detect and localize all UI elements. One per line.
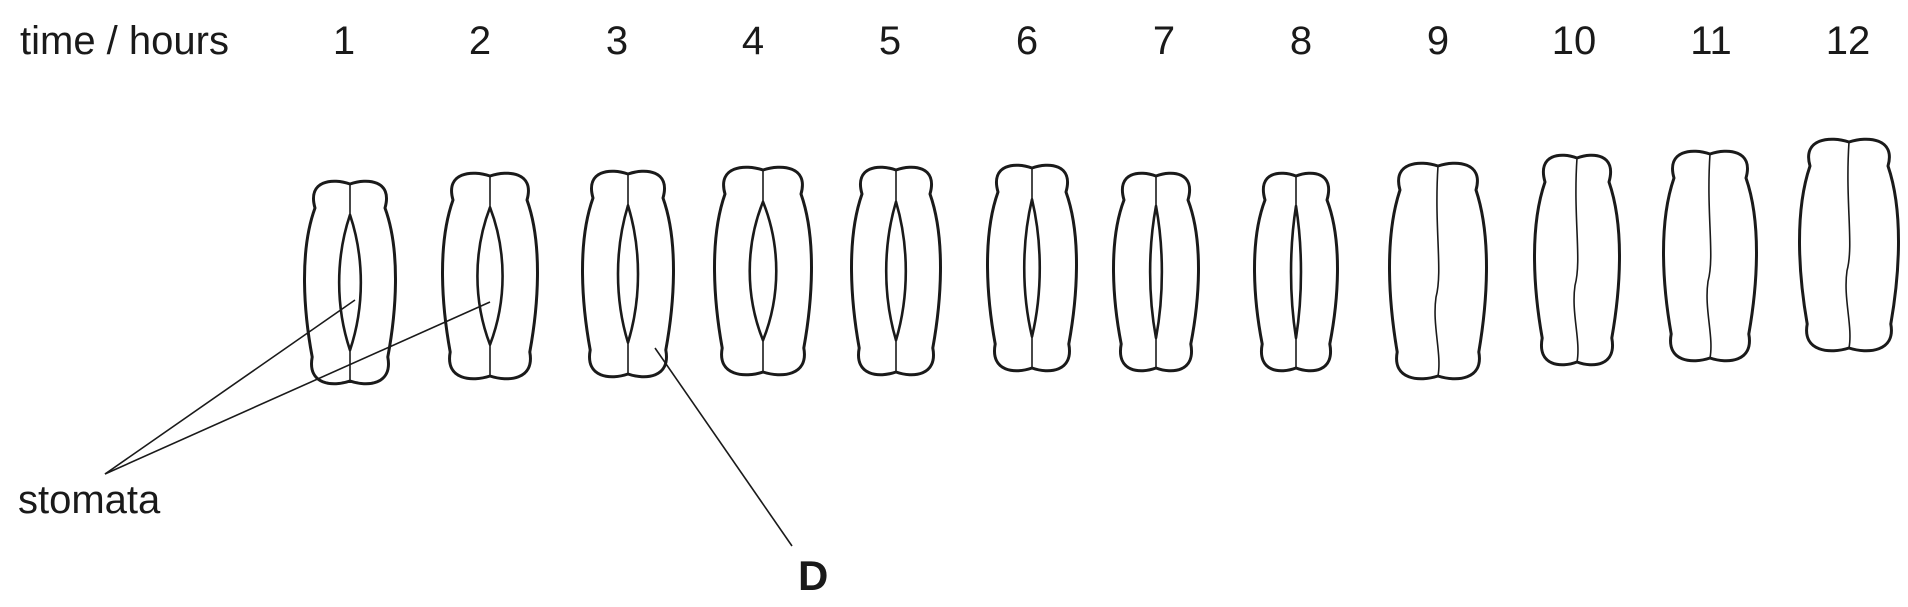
stoma [1533, 153, 1621, 367]
hour-label: 6 [1016, 19, 1038, 63]
stoma [303, 179, 397, 386]
d-leader-line [654, 347, 793, 547]
stoma-pore [884, 200, 908, 342]
stomata-label: stomata [18, 478, 161, 522]
stoma [1798, 137, 1900, 353]
hour-label: 1 [333, 19, 355, 63]
stomata-leader-line [104, 299, 356, 475]
stomata-leader-line [104, 301, 491, 475]
hour-label: 8 [1290, 19, 1312, 63]
guard-cell-seam [1845, 141, 1851, 349]
stoma [986, 163, 1078, 373]
hour-label: 5 [879, 19, 901, 63]
hour-label: 12 [1826, 19, 1871, 63]
stomata-drawings [303, 137, 1900, 386]
stoma [1112, 171, 1200, 373]
stoma-pore [337, 213, 363, 352]
d-label: D [798, 552, 828, 599]
hour-label: 2 [469, 19, 491, 63]
stoma [850, 165, 942, 377]
stoma [581, 169, 675, 379]
stoma [441, 171, 539, 381]
stoma [1253, 171, 1339, 373]
guard-cell-seam [1573, 157, 1579, 363]
hour-label: 10 [1552, 19, 1597, 63]
hour-label: 11 [1690, 19, 1732, 63]
guard-cell-seam [1706, 153, 1712, 359]
stoma-pore [476, 206, 504, 346]
stoma-pore [616, 204, 640, 344]
guard-cell-seam [1434, 165, 1440, 377]
stoma [1388, 161, 1488, 381]
stoma-pore [1289, 204, 1303, 340]
hour-label: 4 [742, 19, 764, 63]
hour-labels: 1 2 3 4 5 6 7 8 9 10 11 12 [333, 19, 1870, 63]
hour-label: 3 [606, 19, 628, 63]
stoma [1662, 149, 1758, 363]
stoma-pore [748, 200, 778, 342]
stoma-pore [1022, 198, 1042, 338]
stoma-pore [1148, 204, 1164, 340]
hour-label: 7 [1153, 19, 1175, 63]
stoma [713, 165, 813, 377]
hour-label: 9 [1427, 19, 1449, 63]
time-hours-label: time / hours [20, 19, 229, 63]
